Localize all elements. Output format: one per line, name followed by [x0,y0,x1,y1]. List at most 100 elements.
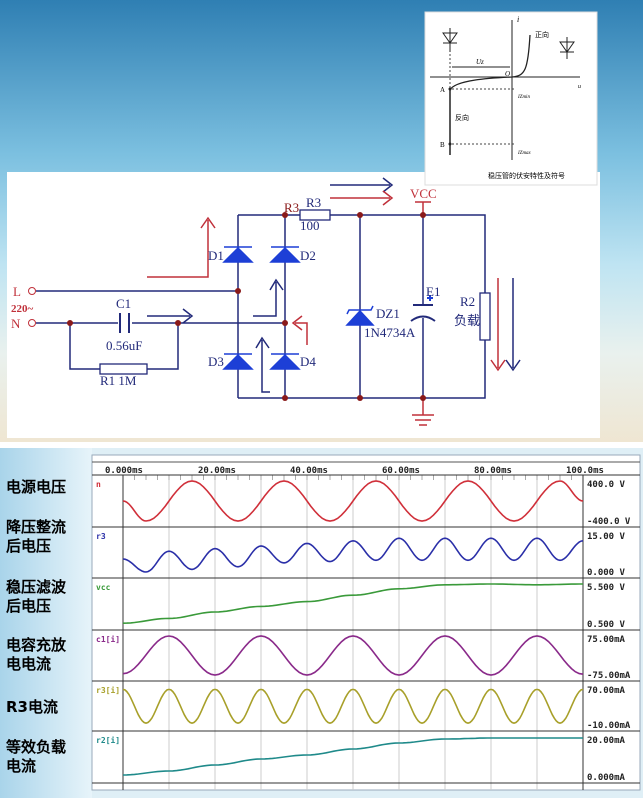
label-line: 降压整流 [6,518,67,536]
trace-name: r3[i] [96,685,120,695]
y-min-label: 0.500 V [587,620,626,630]
arrow-icon [330,177,394,193]
label-c1: C1 [116,296,131,311]
y-min-label: -75.00mA [587,671,631,681]
capacitor-e1 [410,295,436,322]
junction-dots [67,212,426,401]
capacitor-c1 [119,313,130,333]
row-labels: 电源电压 降压整流后电压 稳压滤波后电压 电容充放电电流 R3电流 等效负载电流 [0,448,92,798]
label-c1-value: 0.56uF [106,338,142,353]
waveform-r2i [122,737,583,776]
uz-label: Uz [476,58,484,66]
row-label-regulated: 稳压滤波后电压 [6,578,66,616]
label-r3-node: R3 [284,200,299,215]
arrow-icon [147,308,194,324]
label-vcc: VCC [410,186,437,201]
label-line: R3电流 [6,698,58,716]
resistor-r3 [299,209,331,221]
label-n: N [11,316,21,331]
arrow-icon [291,315,308,345]
y-max-label: 70.00mA [587,686,626,696]
row-label-cap-current: 电容充放电电流 [6,636,66,674]
row-label-r3-current: R3电流 [6,698,58,717]
y-max-label: 75.00mA [587,635,626,645]
trace-name: r2[i] [96,735,120,745]
label-line: 稳压滤波 [6,578,67,596]
point-a-label: A [440,86,445,94]
arrow-icon [505,278,521,372]
circuit-wires [36,214,486,399]
waveform-r3i [122,688,584,724]
origin-label: O [505,70,510,78]
arrow-icon [490,278,506,372]
arrow-icon [253,278,284,317]
row-label-rectified: 降压整流后电压 [6,518,66,556]
y-min-label: -400.0 V [587,517,631,527]
label-dz1-part: 1N4734A [364,325,416,340]
plot-area [91,454,641,791]
waveform-r3 [122,537,584,573]
label-r3-value: 100 [300,218,320,233]
x-tick-label: 80.00ms [474,466,512,476]
y-min-label: 0.000 V [587,568,626,578]
label-line: 后电压 [6,537,52,555]
characteristic-curve [449,34,531,91]
y-min-label: -10.00mA [587,721,631,731]
terminals [28,287,36,327]
y-min-label: 0.000mA [587,773,626,783]
label-line: 电电流 [6,655,52,673]
x-tick-label: 100.0ms [566,466,604,476]
terminal-n [28,319,36,327]
zener-characteristic-inset: i u O Uz 正向 反向 A B IZmin IZmax 稳压管的伏安特性及… [424,11,598,186]
trace-name: r3 [96,532,106,541]
y-max-label: 400.0 V [587,480,626,490]
row-label-load-current: 等效负载电流 [6,738,66,776]
row-label-source: 电源电压 [6,478,66,497]
label-mains: 220~ [11,303,34,315]
diode-d2 [269,246,301,263]
arrow-icon [255,336,270,393]
waveform-c1i [122,635,584,676]
label-d1: D1 [208,248,224,263]
izmin-label: IZmin [517,95,530,100]
label-d3: D3 [208,354,224,369]
label-e1: E1 [426,284,440,299]
resistor-r2 [479,292,491,341]
zener-symbol-icon [559,37,575,59]
waveform-n [122,480,584,522]
y-max-label: 5.500 V [587,583,626,593]
label-dz1: DZ1 [376,306,400,321]
izmax-label: IZmax [517,151,532,156]
trace-name: c1[i] [96,634,120,644]
trace-name: n [96,480,101,489]
forward-label: 正向 [535,30,549,39]
y-max-label: 15.00 V [587,532,626,542]
label-d4: D4 [300,354,316,369]
axis-u-label: u [578,84,581,90]
reverse-label: 反向 [455,113,469,122]
trace-name: vcc [96,583,111,592]
axis-i-label: i [517,15,519,24]
label-line: 等效负载 [6,738,67,756]
diode-d1 [222,246,254,263]
waveform-vcc [122,583,583,624]
label-d2: D2 [300,248,316,263]
label-r2-desc: 负载 [454,313,480,328]
x-tick-label: 60.00ms [382,466,420,476]
zener-dz1 [345,305,375,326]
arrow-icon [330,190,394,206]
label-line: 电容充放 [6,636,67,654]
label-r1: R1 1M [100,373,137,388]
label-l: L [13,284,21,299]
arrow-icon [147,216,216,278]
point-b-label: B [440,141,445,149]
x-tick-label: 40.00ms [290,466,328,476]
resistor-r1 [99,363,148,375]
diode-d3 [222,353,254,370]
label-line: 后电压 [6,597,52,615]
label-line: 电流 [6,757,37,775]
y-max-label: 20.00mA [587,736,626,746]
